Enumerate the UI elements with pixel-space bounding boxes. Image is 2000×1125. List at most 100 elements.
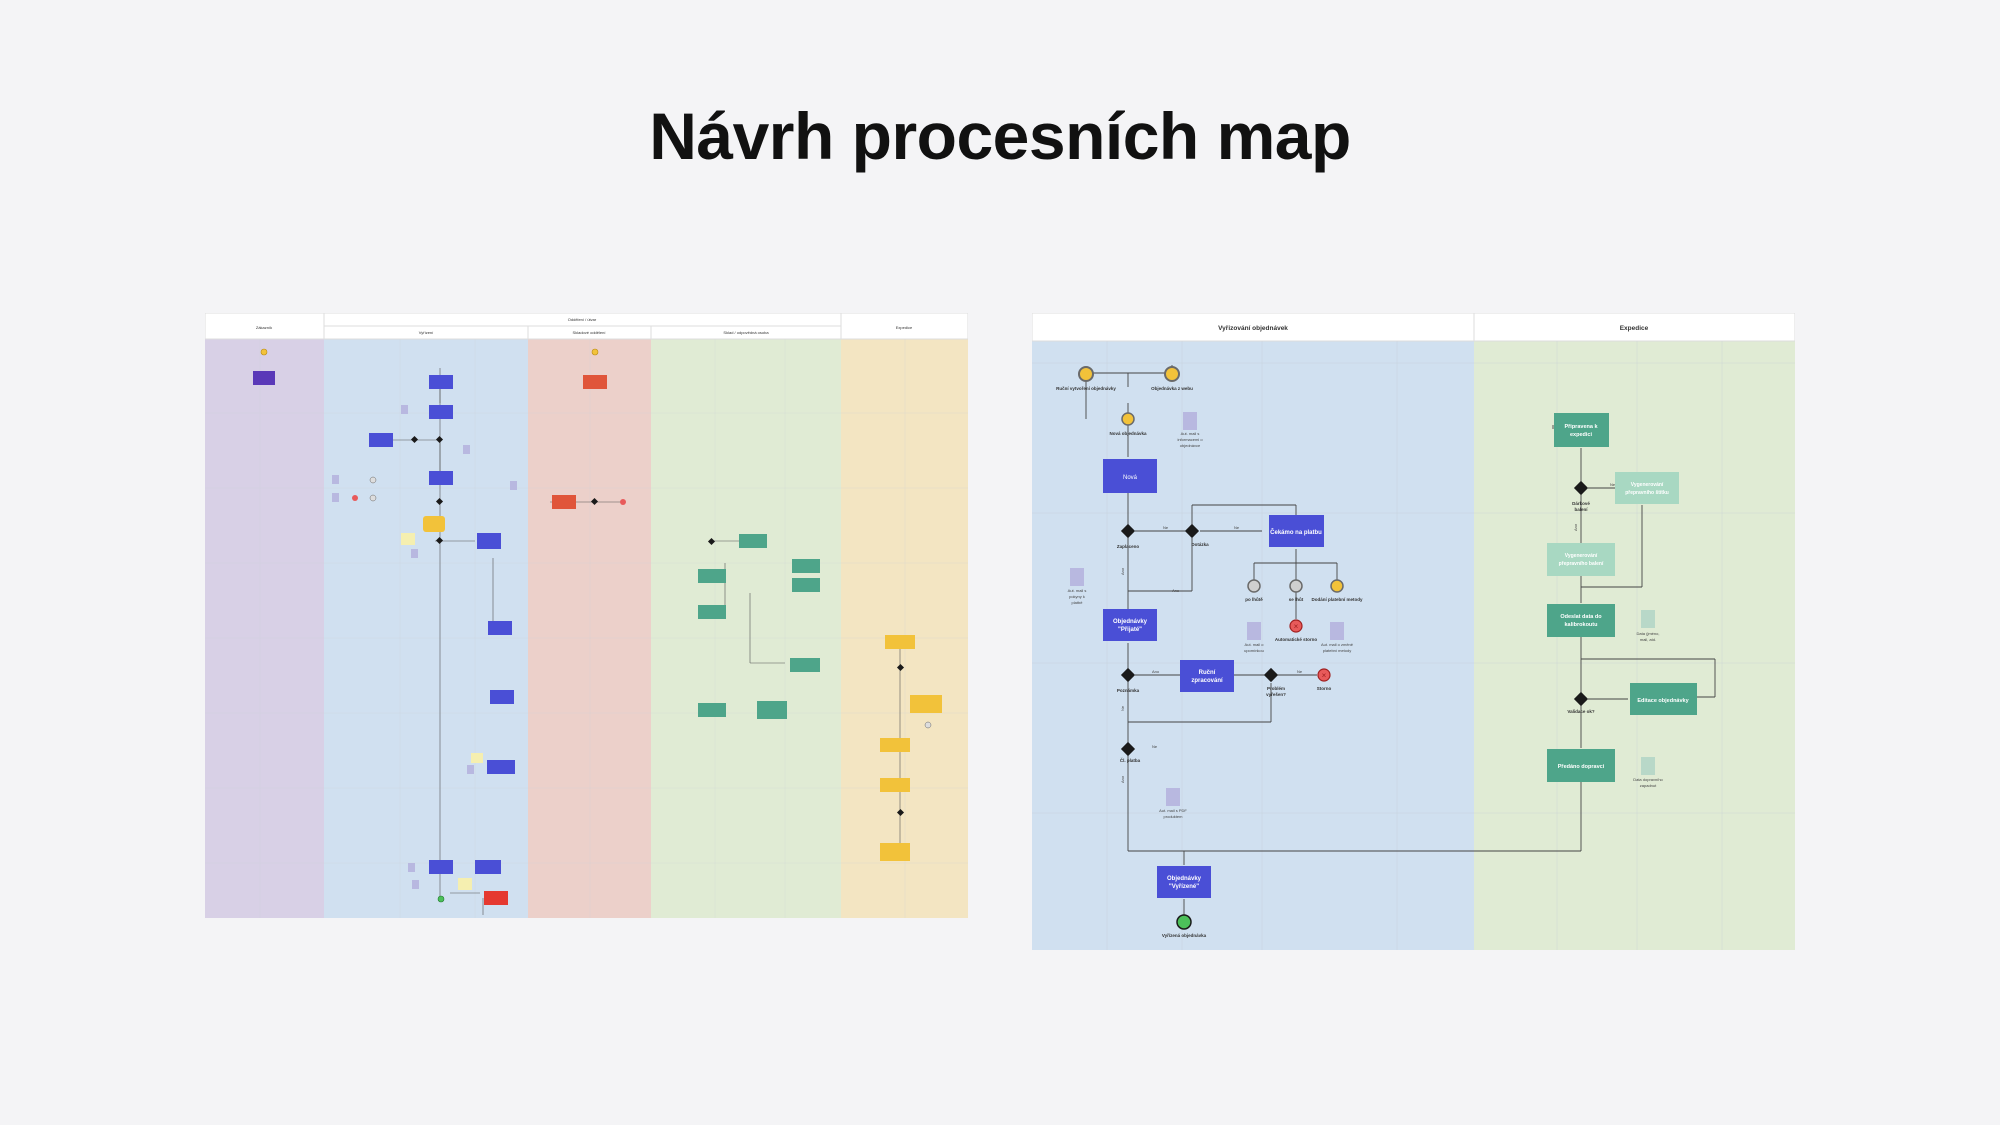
task-node[interactable] [488, 621, 512, 635]
task-node-green[interactable] [739, 534, 767, 548]
task-node[interactable] [487, 760, 515, 774]
task-node-yellow[interactable] [880, 843, 910, 861]
task-send-data[interactable] [1547, 604, 1615, 637]
task-node-green[interactable] [790, 658, 820, 672]
doc-label: objednávce [1180, 443, 1201, 448]
gateway [435, 435, 444, 444]
gateway-gift-package[interactable] [1573, 480, 1589, 496]
event-label: Storno [1317, 686, 1332, 691]
edge-label: Ne [1610, 482, 1616, 487]
gateway-reminder[interactable] [1184, 523, 1200, 539]
task-node[interactable] [429, 405, 453, 419]
manual-start-event[interactable] [1078, 366, 1094, 382]
storno-event [1317, 668, 1331, 682]
doc-label: Data dopravního [1633, 777, 1663, 782]
lane-group-label: Oddělení / útvar [568, 317, 597, 322]
doc-label: platební metody [1323, 648, 1351, 653]
edge-label: Ne [1120, 705, 1125, 711]
left-process-map[interactable]: Zákazník Oddělení / útvar Vyřízení Sklad… [205, 313, 968, 918]
task-node-green[interactable] [698, 703, 726, 717]
gateway-note[interactable] [1120, 667, 1136, 683]
task-node-red[interactable] [552, 495, 576, 509]
lane-label-processing: Vyřizování objednávek [1218, 325, 1288, 332]
partial-payment-event [1330, 579, 1344, 593]
close-icon: × [1294, 622, 1299, 631]
task-label: Objednávky [1113, 619, 1148, 625]
gateway [896, 663, 905, 672]
document-icon [412, 880, 419, 889]
doc-label: Data (jméno, [1637, 631, 1660, 636]
event-label: Vyřízená objednávka [1162, 933, 1207, 938]
manual-start-label: Ruční vytvoření objednávky [1056, 386, 1116, 391]
task-node[interactable] [475, 860, 501, 874]
task-waiting-payment-label: Čekámo na platbu [1270, 529, 1322, 536]
task-label: Vygenerování [1565, 553, 1598, 559]
task-node-yellow[interactable] [880, 738, 910, 752]
lane-warehouse-dept [528, 339, 651, 918]
task-node-green[interactable] [757, 701, 787, 719]
task-node-green[interactable] [698, 569, 726, 583]
web-start-label: Objednávka z webu [1151, 386, 1193, 391]
web-start-event[interactable] [1164, 366, 1180, 382]
auto-storno-event [1289, 619, 1303, 633]
task-node-red[interactable] [484, 891, 508, 905]
gateway-partial[interactable] [1120, 741, 1136, 757]
task-edit-order[interactable] [1630, 683, 1697, 715]
task-label: zpracování [1191, 678, 1223, 684]
gateway-problem[interactable] [1263, 667, 1279, 683]
task-node-green[interactable] [698, 605, 726, 619]
task-label: Předáno dopravci [1558, 764, 1605, 770]
task-node[interactable] [429, 860, 453, 874]
task-manual-processing[interactable] [1180, 660, 1234, 692]
task-label: Připravena k [1564, 424, 1598, 430]
task-customer-order[interactable] [253, 371, 275, 385]
task-node-yellow[interactable] [885, 635, 915, 649]
task-label: Odeslat data do [1560, 614, 1602, 620]
task-node-yellow[interactable] [910, 695, 942, 713]
event-label: Automatické storno [1275, 637, 1318, 642]
task-node-yellow[interactable] [880, 778, 910, 792]
edge-label: Ne [1234, 525, 1240, 530]
task-new-label: Nová [1123, 475, 1138, 481]
edge-label: Ne [1163, 525, 1169, 530]
start-event [591, 348, 599, 356]
task-handover[interactable] [1547, 749, 1615, 782]
task-orders-accepted[interactable] [1103, 609, 1157, 641]
edge-label: Ne [1297, 669, 1303, 674]
task-orders-done[interactable] [1157, 866, 1211, 898]
task-label: "Vyřízené" [1169, 884, 1199, 890]
task-prepare-packaging[interactable] [1547, 543, 1615, 576]
task-new[interactable] [1103, 459, 1157, 493]
gateway [590, 497, 599, 506]
gateway-label: vyřešen? [1266, 692, 1286, 697]
gateway [410, 435, 419, 444]
task-node-green[interactable] [792, 578, 820, 592]
gateway-payment[interactable] [1120, 523, 1136, 539]
after-deadline-event [1247, 579, 1261, 593]
gateway [896, 808, 905, 817]
task-node[interactable] [477, 533, 501, 549]
task-node[interactable] [490, 690, 514, 704]
task-node-green[interactable] [792, 559, 820, 573]
end-event [437, 895, 445, 903]
gateway [707, 537, 716, 546]
task-label: expedici [1570, 432, 1592, 438]
document-icon [1641, 610, 1655, 628]
document-icon [411, 549, 418, 558]
task-node-red[interactable] [583, 375, 607, 389]
task-node[interactable] [429, 375, 453, 389]
edge-label: Ano [1120, 775, 1125, 783]
edge-label: Ano [1573, 523, 1578, 531]
right-process-map[interactable]: Vyřizování objednávek Expedice [1032, 313, 1795, 950]
gateway-label: Čl. platba [1120, 757, 1141, 763]
task-waiting-payment[interactable] [1269, 515, 1324, 547]
document-icon [332, 475, 339, 484]
gateway-validation[interactable] [1573, 691, 1589, 707]
sticky-note [401, 533, 415, 545]
task-generate-label[interactable] [1615, 472, 1679, 504]
task-label: přepravního štítku [1625, 490, 1669, 496]
task-node[interactable] [429, 471, 453, 485]
task-node[interactable] [369, 433, 393, 447]
event-label: Dodání platební metody [1311, 597, 1363, 602]
task-ready-for-shipping[interactable] [1554, 413, 1609, 447]
